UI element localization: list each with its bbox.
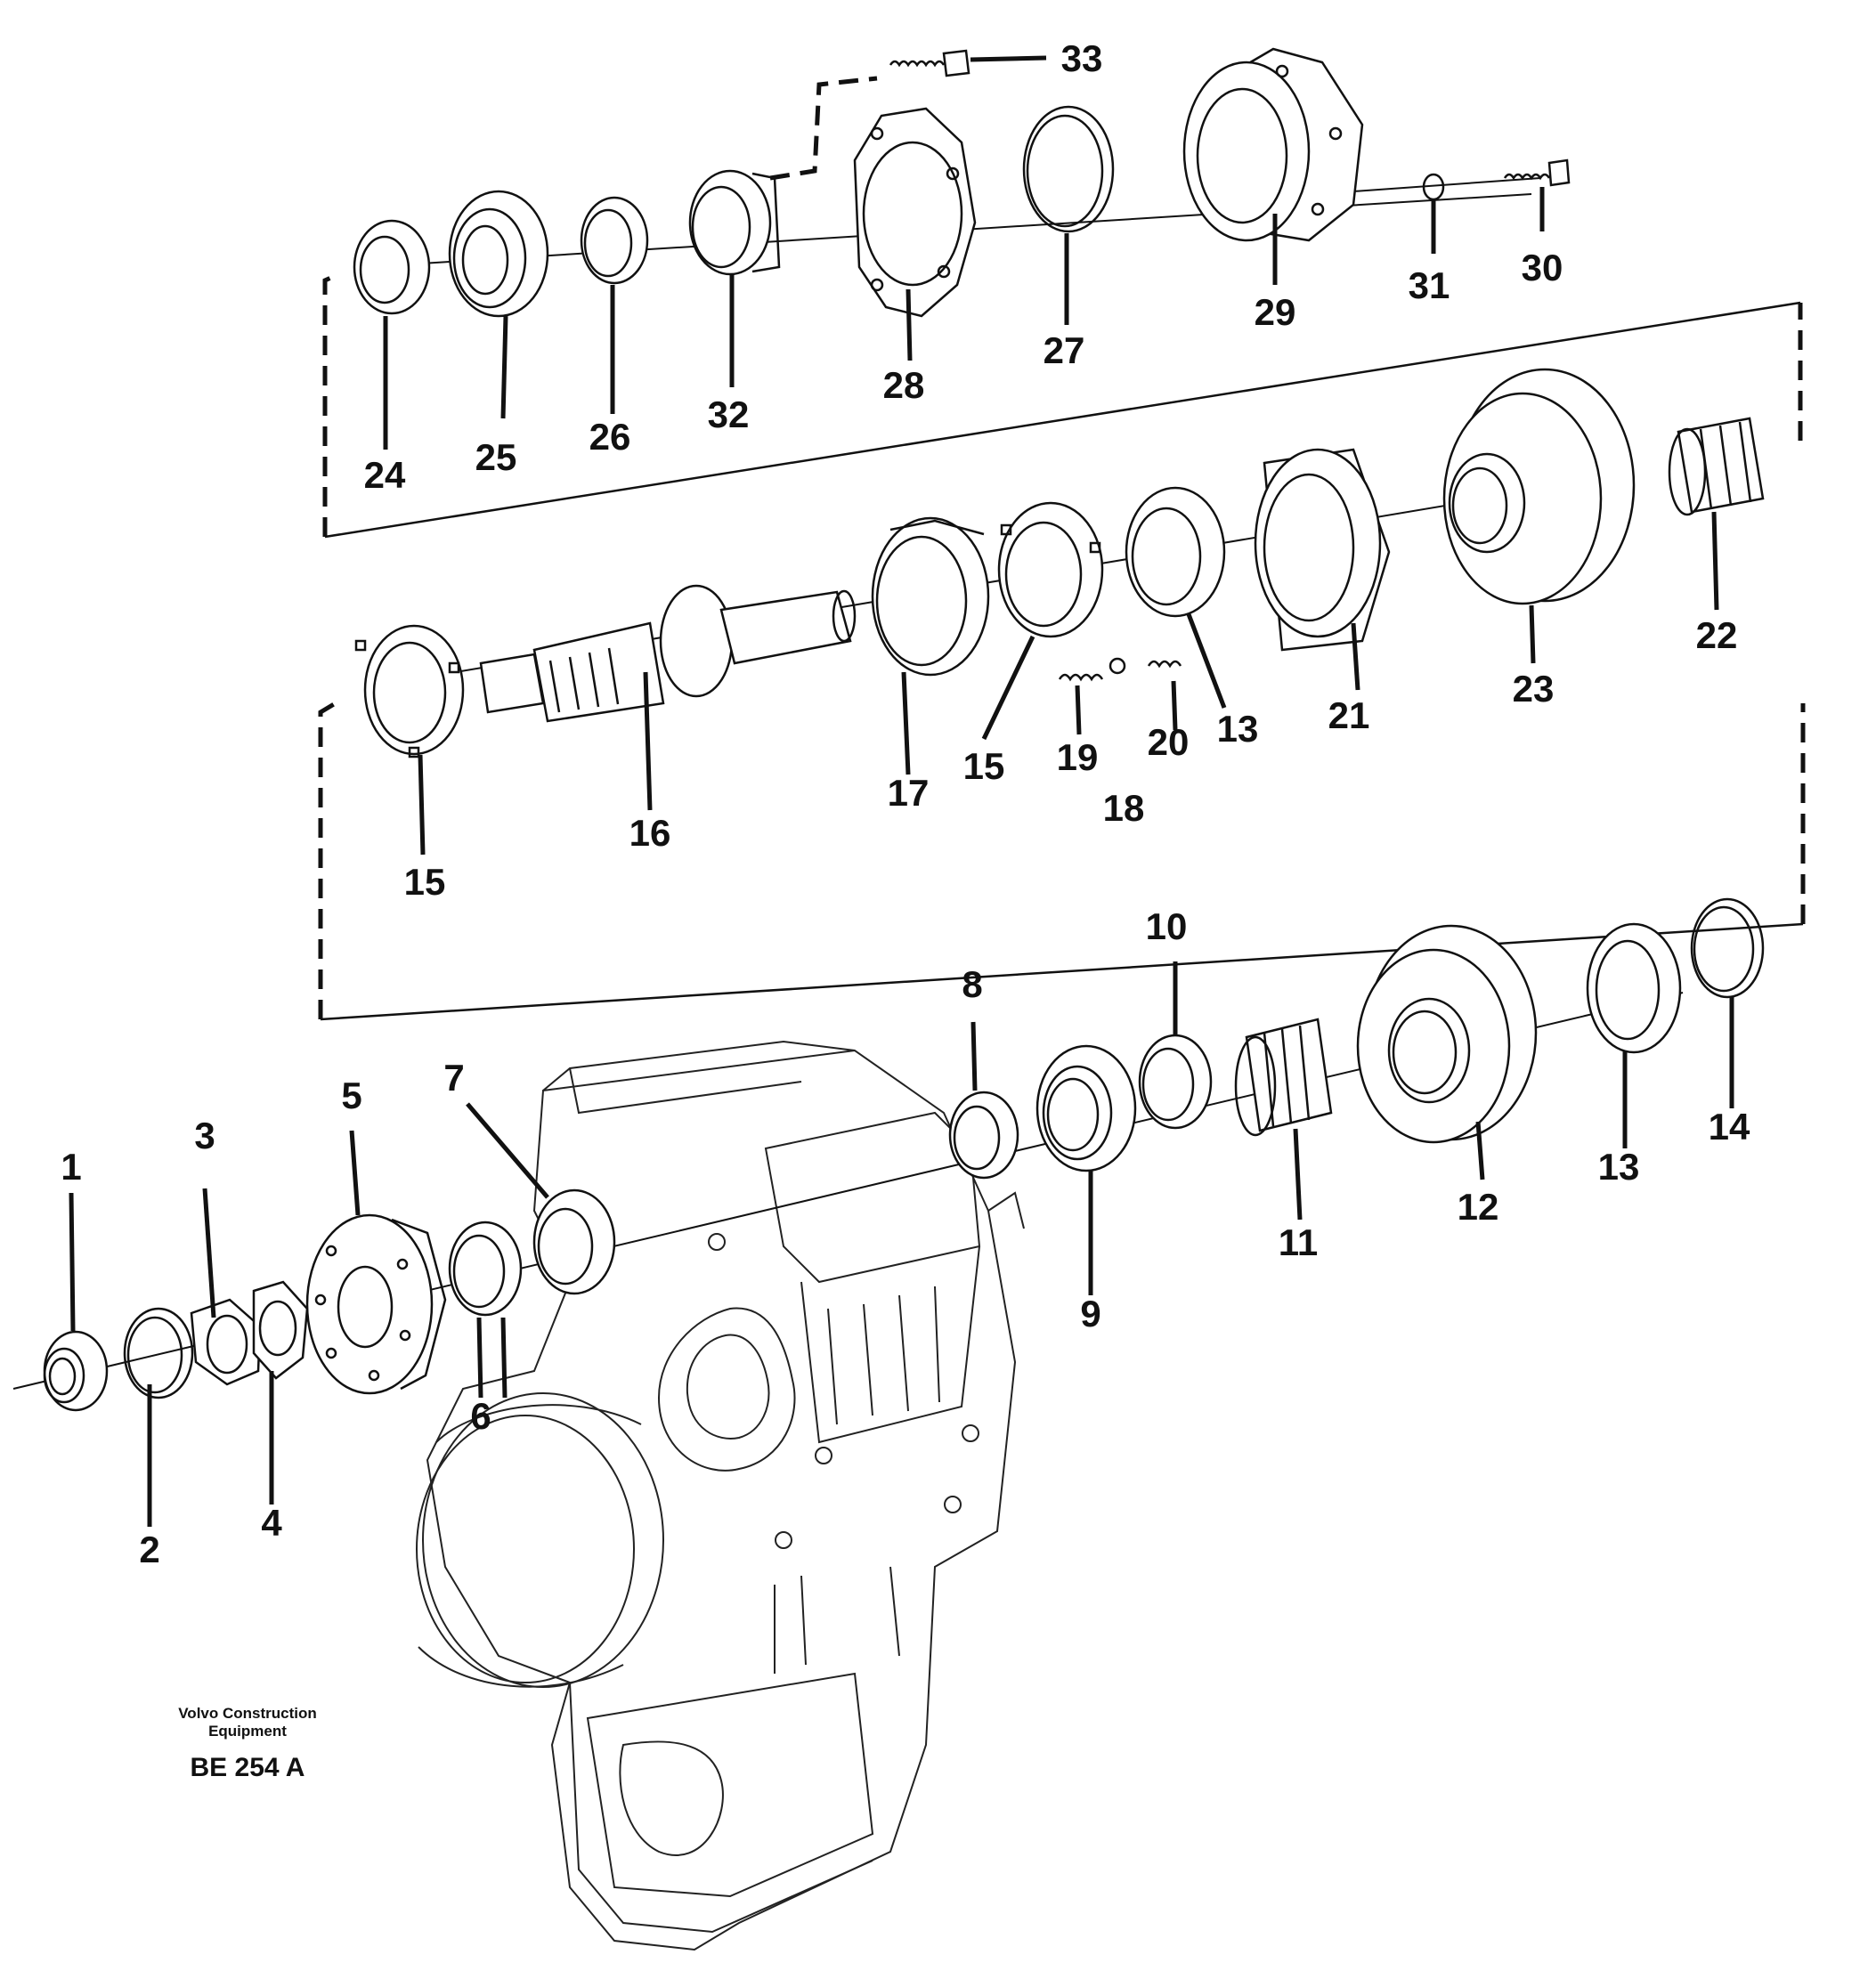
credit-block: Volvo Construction Equipment BE 254 A xyxy=(178,1705,317,1782)
callout-16: 16 xyxy=(629,812,671,854)
part-31-washer xyxy=(1422,173,1445,201)
callout-24: 24 xyxy=(364,454,406,496)
gearbox-housing xyxy=(416,1040,1025,1951)
callout-labels: 1 2 3 4 5 6 7 8 9 10 11 12 13 14 15 16 1… xyxy=(61,37,1750,1570)
callout-15b: 15 xyxy=(963,745,1005,787)
part-7-seal xyxy=(532,1188,616,1295)
callout-4: 4 xyxy=(261,1502,282,1544)
callout-13b: 13 xyxy=(1217,708,1259,750)
leader-lines xyxy=(69,55,1734,1527)
part-10-ring xyxy=(1138,1034,1213,1130)
callout-1: 1 xyxy=(61,1146,81,1188)
part-22-needle-bearing xyxy=(1668,417,1765,516)
callout-14: 14 xyxy=(1709,1106,1750,1148)
credit-company: Volvo Construction xyxy=(178,1705,317,1722)
part-25-bearing xyxy=(448,190,549,318)
part-13-synchro-ring xyxy=(1586,922,1682,1054)
callout-13: 13 xyxy=(1598,1146,1640,1188)
callout-33: 33 xyxy=(1061,37,1103,79)
part-4-tab-washer xyxy=(252,1280,309,1380)
part-18-ball xyxy=(1109,657,1126,675)
drawing-code: BE 254 A xyxy=(191,1753,305,1782)
part-19-spring xyxy=(1058,673,1104,682)
callout-5: 5 xyxy=(341,1075,361,1116)
part-21-sleeve xyxy=(1254,448,1391,652)
part-2-lock-ring xyxy=(123,1307,194,1399)
callout-27: 27 xyxy=(1044,329,1085,371)
part-15-synchro-ring-right xyxy=(997,501,1104,638)
part-26-ring xyxy=(580,196,649,285)
callout-21: 21 xyxy=(1328,694,1370,736)
callout-18: 18 xyxy=(1103,787,1145,829)
callout-32: 32 xyxy=(708,393,750,435)
axis-lines xyxy=(12,177,1684,1390)
credit-division: Equipment xyxy=(208,1723,287,1740)
callout-17: 17 xyxy=(888,772,930,814)
part-20-spring xyxy=(1147,660,1182,669)
callout-9: 9 xyxy=(1080,1293,1100,1334)
part-8-spacer xyxy=(948,1091,1019,1180)
part-23-gear xyxy=(1442,368,1636,605)
callout-12: 12 xyxy=(1458,1186,1499,1228)
part-32-sleeve xyxy=(688,169,781,276)
callout-29: 29 xyxy=(1255,291,1296,333)
part-13-synchro-ring-mid xyxy=(1125,486,1226,618)
callout-31: 31 xyxy=(1409,264,1450,306)
callout-8: 8 xyxy=(962,963,982,1005)
part-17-sleeve xyxy=(871,516,990,677)
callout-25: 25 xyxy=(475,436,517,478)
callout-10: 10 xyxy=(1146,905,1188,947)
callout-22: 22 xyxy=(1696,614,1738,656)
callout-20: 20 xyxy=(1148,721,1190,763)
part-15-synchro-ring-left xyxy=(354,624,465,758)
callout-28: 28 xyxy=(883,364,925,406)
part-27-o-ring xyxy=(1022,105,1115,233)
callout-26: 26 xyxy=(589,416,631,458)
callout-3: 3 xyxy=(194,1115,215,1156)
callout-19: 19 xyxy=(1057,736,1099,778)
part-29-bearing-housing xyxy=(1182,47,1364,242)
part-11-needle-bearing xyxy=(1234,1018,1333,1137)
part-24-seal xyxy=(353,219,431,315)
callout-6: 6 xyxy=(470,1395,491,1437)
part-3-lock-washer xyxy=(190,1298,262,1386)
part-1-nut xyxy=(43,1330,109,1412)
assembly-connector-lines xyxy=(318,76,1806,1021)
callout-2: 2 xyxy=(139,1529,159,1570)
part-12-gear xyxy=(1356,924,1538,1144)
callout-11: 11 xyxy=(1279,1221,1318,1263)
callout-7: 7 xyxy=(443,1057,464,1099)
part-28-cover-plate xyxy=(853,107,977,318)
part-5-flange xyxy=(305,1213,447,1395)
part-6-spacer xyxy=(448,1221,523,1317)
part-9-bearing xyxy=(1035,1044,1137,1172)
part-30-screw xyxy=(1503,158,1571,187)
callout-23: 23 xyxy=(1513,668,1555,710)
part-14-circlip xyxy=(1690,897,1765,999)
part-33-bolt xyxy=(889,49,970,77)
part-16-main-shaft xyxy=(479,584,857,723)
callout-15: 15 xyxy=(404,861,446,903)
callout-30: 30 xyxy=(1522,247,1563,288)
